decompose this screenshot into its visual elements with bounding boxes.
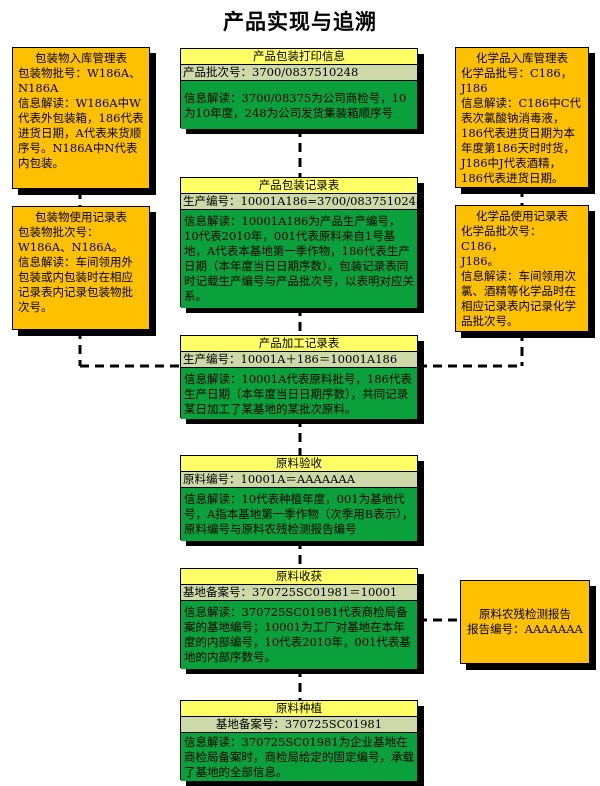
box-line: 信息解读：车间领用次氯、酒精等化学品时在相应记录表内记录化学品批次号。: [461, 269, 576, 328]
box-title: 包装物使用记录表: [35, 210, 127, 224]
box-code: 生产编号：10001A186=3700/0837510248: [181, 194, 417, 210]
box-body: 信息解读：370725SC01981代表商检局备案的基地编号；10001为工厂对…: [181, 601, 417, 669]
raw-material-planting: 原料种植 基地备案号：370725SC01981 信息解读：370725SC01…: [180, 700, 418, 781]
box-line: 化学品批次号：C186，: [461, 224, 542, 253]
box-body: 信息解读：10代表种植年度，001为基地代号，A指本基地第一季作物（次季用B表示…: [181, 488, 417, 541]
packaging-inbound-table: 包装物入库管理表 包装物批号：W186A、 N186A 信息解读：W186A中W…: [12, 47, 150, 189]
raw-material-acceptance: 原料验收 原料编号：10001A＝AAAAAAA 信息解读：10代表种植年度，0…: [180, 455, 418, 541]
box-title: 产品加工记录表: [181, 336, 417, 352]
residue-test-report: 原料农残检测报告 报告编号：AAAAAAA: [460, 580, 590, 664]
box-code: 原料编号：10001A＝AAAAAAA: [181, 472, 417, 488]
box-body: 信息解读：10001A代表原料批号，186代表生产日期（本年度当日日期序数），共…: [181, 368, 417, 419]
packaging-usage-table: 包装物使用记录表 包装物批次号： W186A、N186A。 信息解读：车间领用外…: [12, 206, 150, 330]
page-title: 产品实现与追溯: [223, 9, 377, 34]
box-code: 生产编号：10001A＋186＝10001A186: [181, 352, 417, 368]
box-line: 报告编号：AAAAAAA: [467, 622, 583, 636]
box-line: N186A: [18, 81, 59, 95]
raw-material-harvest: 原料收获 基地备案号：370725SC01981＝10001 信息解读：3707…: [180, 568, 418, 669]
box-line: 包装物批次号：: [18, 225, 99, 239]
box-code: 基地备案号：370725SC01981＝10001: [181, 585, 417, 601]
box-code: 产品批次号：3700/0837510248: [181, 65, 417, 81]
product-package-record: 产品包装记录表 生产编号：10001A186=3700/0837510248 信…: [180, 177, 418, 308]
box-title: 原料收获: [181, 569, 417, 585]
box-title: 产品包装记录表: [181, 178, 417, 194]
box-title: 包装物入库管理表: [35, 51, 127, 65]
box-title: 化学品入库管理表: [476, 51, 568, 65]
box-line: J186。: [461, 254, 500, 268]
box-title: 原料农残检测报告: [479, 607, 571, 621]
box-line: 信息解读：车间领用外包装或内包装时在相应记录表内记录包装物批次号。: [18, 255, 133, 314]
box-body: 信息解读：370725SC01981为企业基地在商检局备案时，商检局给定的固定编…: [181, 733, 417, 781]
box-body: 信息解读：10001A186为产品生产编号，10代表2010年，001代表原料来…: [181, 210, 417, 308]
box-line: 信息解读：W186A中W代表外包装箱，186代表进货日期，A代表来货顺序号。N1…: [18, 96, 144, 170]
chemical-inbound-table: 化学品入库管理表 化学品批号：C186， J186 信息解读：C186中C代表次…: [455, 47, 589, 188]
box-body: 信息解读：3700/08375为公司商检号，10为10年度，248为公司发货集装…: [181, 81, 417, 129]
box-line: 化学品批号：C186，: [461, 66, 573, 80]
box-title: 产品包装打印信息: [181, 49, 417, 65]
box-code: 基地备案号：370725SC01981: [181, 717, 417, 733]
box-title: 化学品使用记录表: [476, 209, 568, 223]
box-title: 原料验收: [181, 456, 417, 472]
box-title: 原料种植: [181, 701, 417, 717]
product-package-print-info: 产品包装打印信息 产品批次号：3700/0837510248 信息解读：3700…: [180, 48, 418, 129]
box-line: 包装物批号：W186A、: [18, 66, 141, 80]
chemical-usage-table: 化学品使用记录表 化学品批次号：C186， J186。 信息解读：车间领用次氯、…: [455, 205, 589, 332]
box-line: 信息解读：C186中C代表次氯酸钠消毒液，186代表进货日期为本年度第186天时…: [461, 96, 582, 185]
box-line: W186A、N186A。: [18, 240, 124, 254]
product-processing-record: 产品加工记录表 生产编号：10001A＋186＝10001A186 信息解读：1…: [180, 335, 418, 419]
box-line: J186: [461, 81, 488, 95]
